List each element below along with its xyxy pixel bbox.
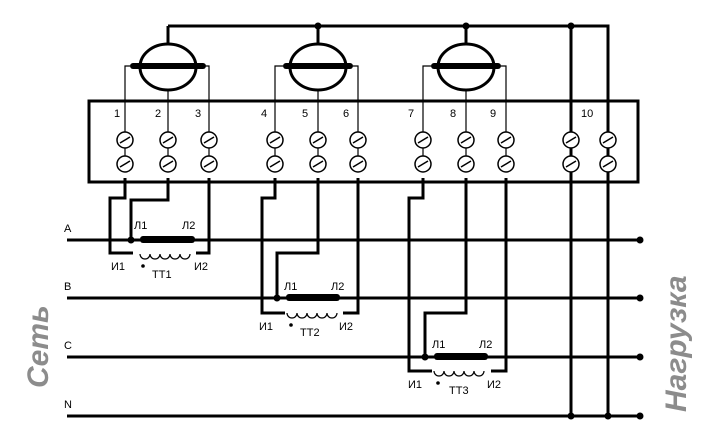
ct1-l2-label: Л2: [182, 220, 195, 232]
screw-slot: [565, 136, 577, 144]
screw-slot: [460, 136, 472, 144]
terminal-number: 6: [343, 108, 349, 120]
screw-slot: [162, 136, 174, 144]
screw-slot: [565, 160, 577, 168]
screw-slot: [352, 160, 364, 168]
screw-slot: [269, 136, 281, 144]
terminal-number: 9: [490, 108, 496, 120]
ct1-i2-label: И2: [194, 261, 208, 273]
terminal-number: 5: [302, 108, 308, 120]
line-label-a: A: [64, 223, 72, 235]
terminal-number: 8: [450, 108, 456, 120]
screw-slot: [500, 136, 512, 144]
screw-slot: [312, 160, 324, 168]
screw-slot: [602, 136, 614, 144]
terminal-number: 3: [195, 108, 201, 120]
screw-slot: [417, 136, 429, 144]
terminal-number: 4: [261, 108, 267, 120]
screw-slot: [203, 136, 215, 144]
terminal-number: 7: [408, 108, 414, 120]
ct3-i1-label: И1: [408, 379, 422, 391]
ct3-name: ТТ3: [449, 385, 469, 397]
ct3-i2-label: И2: [487, 379, 501, 391]
ct2-l2-label: Л2: [331, 281, 344, 293]
ct3-l2-label: Л2: [479, 339, 492, 351]
network-side-label: Сеть: [22, 305, 55, 388]
screw-slot: [162, 160, 174, 168]
terminal-numbers: 1 2 3 4 5 6 7 8 9 10: [114, 108, 593, 120]
line-label-b: B: [64, 281, 71, 293]
screw-slot: [602, 160, 614, 168]
screw-slot: [119, 136, 131, 144]
ct1-wiring: [108, 178, 211, 268]
phase-lines: [67, 236, 644, 420]
voltage-coil-1: [124, 42, 210, 135]
line-label-n: N: [64, 399, 72, 411]
terminal-number: 10: [581, 108, 593, 120]
ct2-name: ТТ2: [300, 327, 320, 339]
ct2-i1-label: И1: [259, 321, 273, 333]
terminal-number: 1: [114, 108, 120, 120]
ct2-i2-label: И2: [339, 321, 353, 333]
terminal-number: 2: [155, 108, 161, 120]
terminal-screws: [116, 131, 617, 173]
ct3-l1-label: Л1: [432, 339, 445, 351]
screw-slot: [119, 160, 131, 168]
ct3-wiring: [407, 178, 508, 385]
ct2-l1-label: Л1: [284, 281, 297, 293]
screw-slot: [417, 160, 429, 168]
load-side-label: Нагрузка: [660, 275, 693, 412]
meter-terminal-block: [87, 99, 640, 184]
ct1-name: ТТ1: [152, 269, 172, 281]
screw-slot: [312, 136, 324, 144]
voltage-coil-2: [274, 42, 359, 135]
line-label-c: C: [64, 340, 72, 352]
screw-slot: [352, 136, 364, 144]
voltage-coil-3: [422, 42, 507, 135]
screw-slot: [269, 160, 281, 168]
screw-slot: [460, 160, 472, 168]
ct2-wiring: [260, 178, 360, 327]
ct1-l1-label: Л1: [134, 220, 147, 232]
screw-slot: [203, 160, 215, 168]
ct1-i1-label: И1: [111, 261, 125, 273]
screw-slot: [500, 160, 512, 168]
